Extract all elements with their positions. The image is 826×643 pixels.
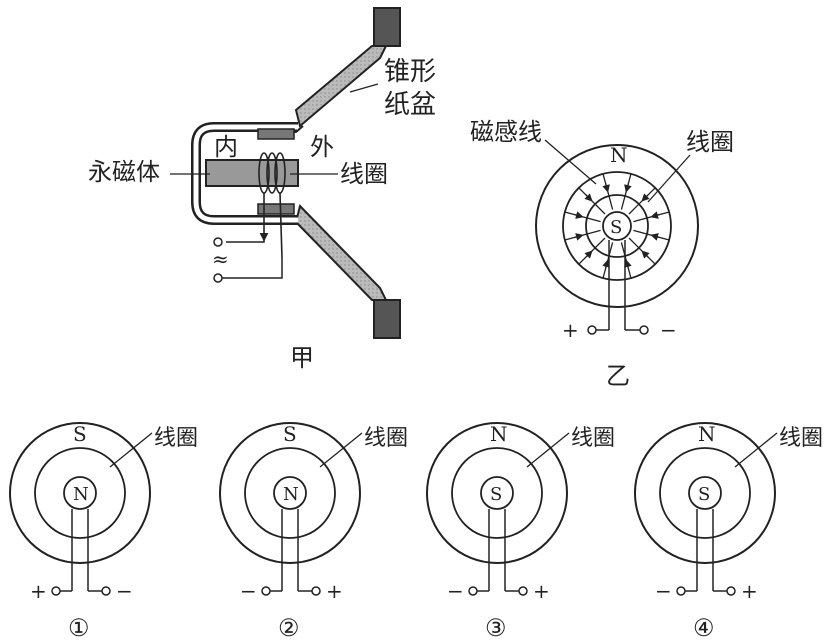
field-arrow bbox=[641, 250, 650, 259]
option-inner-pole-label: S bbox=[698, 484, 710, 505]
top-rim bbox=[373, 7, 401, 47]
option-inner-pole bbox=[63, 476, 97, 510]
field-line bbox=[602, 242, 614, 279]
option-coil-label: 线圈 bbox=[364, 426, 408, 451]
option-4[interactable]: N S 线圈 − + ④ bbox=[634, 422, 823, 642]
magnet-label: 永磁体 bbox=[88, 158, 160, 186]
field-line bbox=[564, 229, 601, 241]
option-left-terminal: − bbox=[447, 579, 464, 603]
coil-ring bbox=[585, 194, 649, 258]
inner-label: 内 bbox=[214, 133, 238, 161]
option-coil-ring bbox=[659, 447, 751, 539]
option-coil-label: 线圈 bbox=[779, 426, 823, 451]
option-right-terminal: − bbox=[116, 579, 133, 603]
option-inner-pole-label: S bbox=[490, 484, 502, 505]
cone-label-line1: 锥形 bbox=[384, 57, 436, 87]
option-inner-pole-label: N bbox=[283, 484, 299, 505]
field-lines-label: 磁感线 bbox=[470, 118, 542, 146]
figure-jia: ≈ 锥形 纸盆 内 外 永磁体 线圈 甲 bbox=[88, 7, 436, 372]
field-line bbox=[628, 187, 656, 215]
field-arrow bbox=[574, 211, 584, 219]
mid-ring bbox=[562, 171, 672, 281]
field-line bbox=[602, 173, 614, 210]
option-outer-pole-label: S bbox=[73, 422, 87, 446]
yi-left-terminal: + bbox=[562, 318, 579, 342]
option-right-terminal: + bbox=[533, 579, 550, 603]
option-outer-ring bbox=[634, 422, 776, 564]
option-1[interactable]: S N 线圈 + − ① bbox=[9, 422, 198, 642]
field-arrow bbox=[624, 259, 632, 269]
yi-right-terminal: − bbox=[660, 318, 677, 342]
answer-options: S N 线圈 + − ① S N 线圈 − + ② N S 线圈 − + ③ N S 线圈 − + ④ bbox=[9, 422, 823, 642]
field-arrow bbox=[602, 183, 610, 193]
cone-upper bbox=[294, 45, 388, 128]
option-inner-pole bbox=[688, 476, 722, 510]
field-line bbox=[578, 187, 606, 215]
field-arrow bbox=[650, 211, 660, 219]
field-arrow bbox=[602, 259, 610, 269]
inner-pole bbox=[602, 211, 632, 241]
option-number: ① bbox=[68, 614, 90, 642]
option-coil-ring bbox=[34, 447, 126, 539]
field-arrow bbox=[641, 193, 650, 202]
option-inner-pole bbox=[273, 476, 307, 510]
yi-outer-pole-label: N bbox=[610, 143, 628, 167]
cone-label-line2: 纸盆 bbox=[384, 90, 436, 120]
field-line bbox=[578, 237, 606, 265]
yi-coil-label: 线圈 bbox=[686, 128, 734, 156]
option-2[interactable]: S N 线圈 − + ② bbox=[219, 422, 408, 642]
option-inner-pole-label: N bbox=[73, 484, 89, 505]
field-line bbox=[628, 237, 656, 265]
permanent-magnet bbox=[205, 159, 299, 187]
cone-lower bbox=[294, 204, 388, 301]
option-outer-pole-label: N bbox=[490, 422, 508, 446]
option-coil-ring bbox=[451, 447, 543, 539]
option-left-terminal: − bbox=[655, 579, 672, 603]
field-arrow bbox=[650, 233, 660, 241]
option-left-terminal: + bbox=[30, 579, 47, 603]
field-lines bbox=[564, 173, 670, 279]
option-outer-ring bbox=[219, 422, 361, 564]
field-arrow bbox=[584, 193, 593, 202]
option-coil-label: 线圈 bbox=[571, 426, 615, 451]
figure-yi: N S + − 磁感线 线圈 乙 bbox=[470, 118, 734, 390]
field-line bbox=[564, 211, 601, 223]
coil-turns bbox=[258, 152, 286, 259]
field-arrow bbox=[624, 183, 632, 193]
option-right-terminal: + bbox=[741, 579, 758, 603]
ac-symbol: ≈ bbox=[212, 247, 229, 271]
field-line bbox=[633, 229, 670, 241]
coil-label: 线圈 bbox=[340, 160, 388, 188]
field-line bbox=[633, 211, 670, 223]
yi-inner-pole-label: S bbox=[610, 217, 622, 238]
option-coil-label: 线圈 bbox=[154, 426, 198, 451]
option-left-terminal: − bbox=[240, 579, 257, 603]
outer-label: 外 bbox=[310, 133, 334, 161]
option-outer-pole-label: S bbox=[283, 422, 297, 446]
field-line bbox=[620, 242, 632, 279]
figure-yi-caption: 乙 bbox=[606, 362, 630, 390]
option-number: ④ bbox=[693, 614, 715, 642]
option-coil-ring bbox=[244, 447, 336, 539]
option-inner-pole bbox=[480, 476, 514, 510]
upper-pole-piece bbox=[257, 128, 295, 140]
option-outer-ring bbox=[9, 422, 151, 564]
field-line bbox=[620, 173, 632, 210]
option-number: ② bbox=[278, 614, 300, 642]
field-arrow bbox=[584, 250, 593, 259]
option-outer-ring bbox=[426, 422, 568, 564]
option-right-terminal: + bbox=[326, 579, 343, 603]
option-outer-pole-label: N bbox=[698, 422, 716, 446]
option-number: ③ bbox=[485, 614, 507, 642]
outer-ring bbox=[535, 144, 699, 308]
option-3[interactable]: N S 线圈 − + ③ bbox=[426, 422, 615, 642]
bottom-rim bbox=[373, 299, 401, 339]
lower-pole-piece bbox=[257, 203, 295, 215]
field-arrow bbox=[574, 233, 584, 241]
figure-jia-caption: 甲 bbox=[290, 344, 314, 372]
